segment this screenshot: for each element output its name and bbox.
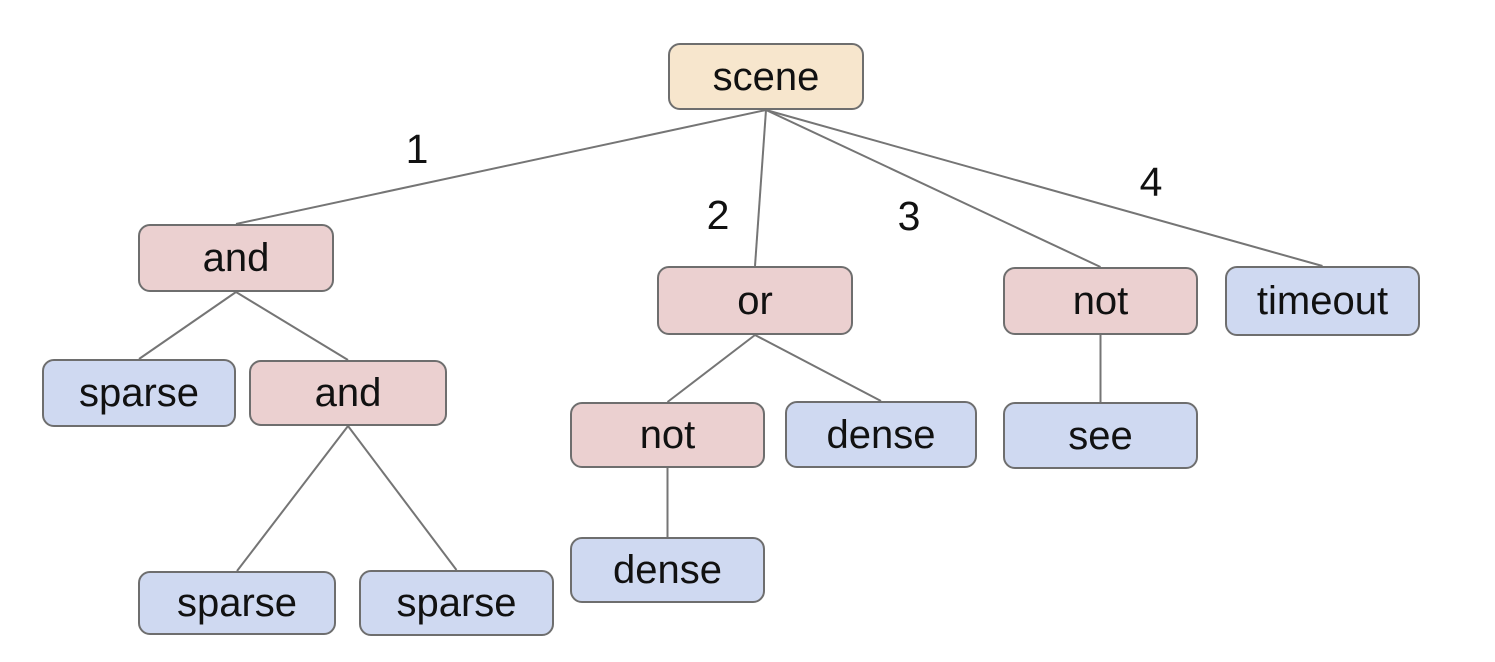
edge-scene-or1: [754, 109, 767, 267]
edge-scene-timeout1: [765, 109, 1323, 267]
edge-label-4: 4: [1140, 159, 1163, 205]
node-label-not2: not: [639, 413, 696, 457]
edge-and1-and2: [235, 291, 349, 361]
node-label-see1: see: [1068, 413, 1133, 458]
node-label-dense1: dense: [826, 412, 936, 457]
node-or1: or: [657, 266, 853, 335]
edge-or1-dense1: [754, 334, 882, 402]
edge-scene-and1: [235, 109, 767, 225]
node-label-not1: not: [1072, 279, 1129, 323]
node-sparse3: sparse: [359, 570, 554, 636]
edge-label-2: 2: [707, 192, 730, 238]
edge-or1-not2: [666, 334, 756, 403]
node-label-scene: scene: [712, 54, 820, 99]
node-sparse1: sparse: [42, 359, 236, 427]
node-label-and2: and: [314, 371, 382, 415]
node-label-sparse1: sparse: [78, 371, 200, 415]
node-sparse2: sparse: [138, 571, 336, 635]
node-label-dense2: dense: [613, 548, 722, 592]
node-not1: not: [1003, 267, 1198, 335]
node-label-sparse3: sparse: [396, 581, 517, 625]
node-label-or1: or: [737, 278, 773, 323]
node-timeout1: timeout: [1225, 266, 1420, 336]
node-see1: see: [1003, 402, 1198, 469]
edge-and2-sparse3: [347, 425, 458, 571]
edge-and1-sparse1: [138, 291, 237, 360]
node-not2: not: [570, 402, 765, 468]
node-and2: and: [249, 360, 447, 426]
node-label-timeout1: timeout: [1256, 279, 1389, 323]
node-dense1: dense: [785, 401, 977, 468]
node-label-and1: and: [202, 236, 270, 280]
edge-and2-sparse2: [236, 425, 349, 572]
edge-scene-not1: [765, 109, 1101, 268]
node-scene: scene: [668, 43, 864, 110]
edge-label-1: 1: [406, 126, 429, 172]
edge-label-3: 3: [898, 193, 921, 239]
node-label-sparse2: sparse: [176, 581, 298, 625]
node-dense2: dense: [570, 537, 765, 603]
node-and1: and: [138, 224, 334, 292]
